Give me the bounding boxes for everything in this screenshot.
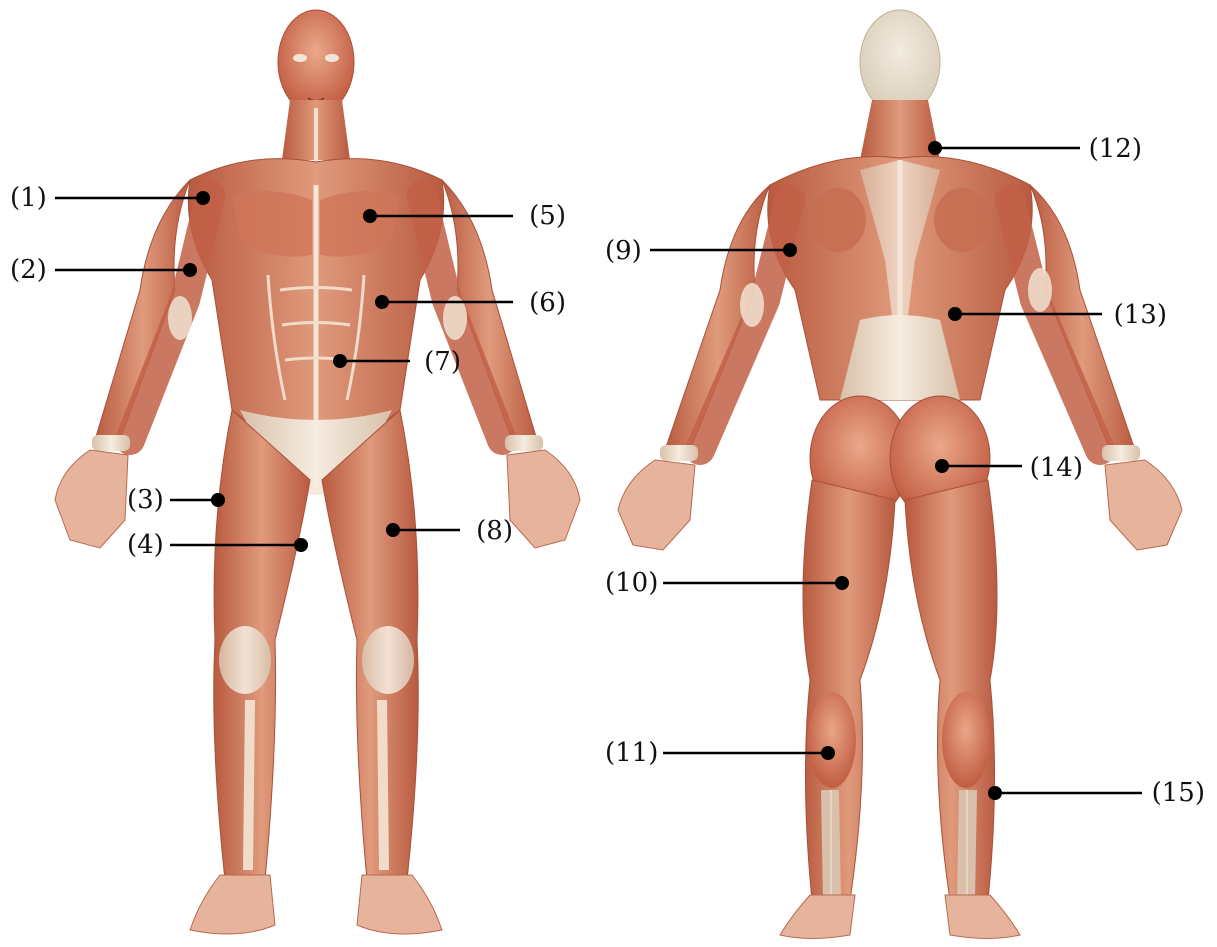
label-3: (3) [127, 485, 164, 515]
label-10: (10) [605, 568, 658, 598]
marker-dot-15 [988, 786, 1002, 800]
label-13: (13) [1114, 300, 1167, 330]
label-7: (7) [424, 347, 461, 377]
callout-15: (15) [988, 778, 1205, 808]
label-4: (4) [127, 530, 164, 560]
marker-dot-6 [375, 295, 389, 309]
callout-3: (3) [127, 485, 225, 515]
marker-dot-4 [294, 538, 308, 552]
label-9: (9) [605, 236, 642, 266]
marker-dot-9 [783, 243, 797, 257]
label-6: (6) [529, 288, 566, 318]
label-5: (5) [529, 201, 566, 231]
marker-dot-13 [948, 307, 962, 321]
callout-11: (11) [605, 738, 835, 768]
marker-dot-1 [196, 191, 210, 205]
label-14: (14) [1030, 453, 1083, 483]
marker-dot-8 [386, 523, 400, 537]
marker-dot-10 [835, 576, 849, 590]
label-2: (2) [10, 255, 47, 285]
marker-dot-11 [821, 746, 835, 760]
front-view-figure [55, 10, 580, 934]
label-8: (8) [476, 516, 513, 546]
marker-dot-7 [333, 354, 347, 368]
label-12: (12) [1089, 134, 1142, 164]
label-15: (15) [1152, 778, 1205, 808]
marker-dot-5 [363, 209, 377, 223]
label-1: (1) [10, 183, 47, 213]
marker-dot-2 [183, 263, 197, 277]
marker-dot-3 [211, 493, 225, 507]
marker-dot-14 [935, 459, 949, 473]
marker-dot-12 [928, 141, 942, 155]
label-11: (11) [605, 738, 658, 768]
